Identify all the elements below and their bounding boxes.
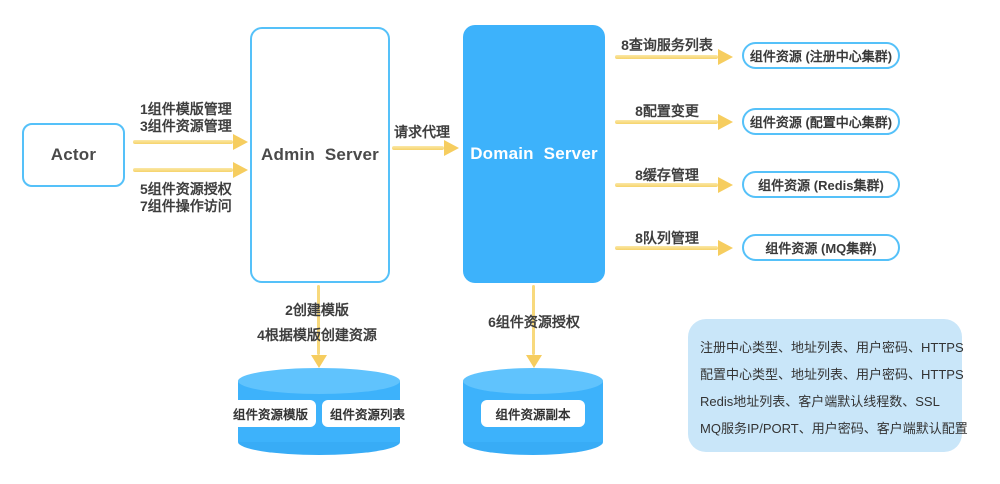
flow-label-queue-management: 8队列管理 xyxy=(635,230,699,246)
flow-label-config-change: 8配置变更 xyxy=(635,103,699,119)
admin-database-cylinder: 组件资源模版 组件资源列表 xyxy=(224,368,414,455)
database-item-label: 组件资源列表 xyxy=(330,408,406,422)
arrow-domain-to-registry xyxy=(615,55,718,59)
actor-node: Actor xyxy=(22,123,125,187)
domain-server-label: Domain Server xyxy=(470,144,598,163)
resource-node-mq-cluster: 组件资源 (MQ集群) xyxy=(742,234,900,261)
cylinder-top xyxy=(463,368,603,394)
flow-label-resource-management: 3组件资源管理 xyxy=(140,118,232,134)
flow-label-component-resource-auth: 6组件资源授权 xyxy=(488,314,580,330)
domain-database-cylinder: 组件资源副本 xyxy=(463,368,603,455)
resource-label-redis: 组件资源 (Redis集群) xyxy=(758,178,884,193)
arrow-admin-to-database xyxy=(317,285,320,355)
arrow-actor-to-admin-upper xyxy=(133,140,233,144)
arrow-admin-to-domain xyxy=(392,146,444,150)
resource-label-registry: 组件资源 (注册中心集群) xyxy=(749,49,893,64)
flow-label-create-template: 2创建模版 xyxy=(285,302,349,318)
flow-label-request-proxy: 请求代理 xyxy=(394,124,450,140)
admin-server-label: Admin Server xyxy=(261,145,379,164)
resource-node-config-cluster: 组件资源 (配置中心集群) xyxy=(742,108,900,135)
admin-database-items: 组件资源模版 组件资源列表 xyxy=(224,400,414,427)
flow-label-resource-auth: 5组件资源授权 xyxy=(140,181,232,197)
note-line-mq: MQ服务IP/PORT、用户密码、客户端默认配置 xyxy=(700,421,968,436)
note-line-registry: 注册中心类型、地址列表、用户密码、HTTPS xyxy=(700,340,964,355)
arrow-actor-to-admin-lower xyxy=(133,168,233,172)
resource-node-registry-cluster: 组件资源 (注册中心集群) xyxy=(742,42,900,69)
arrow-domain-to-cache xyxy=(615,183,718,187)
flow-label-create-resource-from-template: 4根据模版创建资源 xyxy=(257,327,377,343)
domain-server-node: Domain Server xyxy=(463,25,605,283)
database-item-resource-template: 组件资源模版 xyxy=(224,400,316,427)
arrow-domain-to-queue xyxy=(615,246,718,250)
resource-label-mq: 组件资源 (MQ集群) xyxy=(765,241,877,256)
note-panel: 注册中心类型、地址列表、用户密码、HTTPS 配置中心类型、地址列表、用户密码、… xyxy=(688,319,968,452)
note-line-config: 配置中心类型、地址列表、用户密码、HTTPS xyxy=(700,367,964,382)
note-line-redis: Redis地址列表、客户端默认线程数、SSL xyxy=(700,394,940,409)
database-item-resource-replica: 组件资源副本 xyxy=(481,400,585,427)
flow-label-cache-management: 8缓存管理 xyxy=(635,167,699,183)
actor-label: Actor xyxy=(50,145,97,164)
flow-label-template-management: 1组件模版管理 xyxy=(140,101,232,117)
database-item-label: 组件资源模版 xyxy=(232,408,308,422)
arrow-domain-to-database xyxy=(532,285,535,355)
database-item-label: 组件资源副本 xyxy=(495,408,571,422)
flow-label-operation-access: 7组件操作访问 xyxy=(140,198,232,214)
database-item-resource-list: 组件资源列表 xyxy=(322,400,414,427)
resource-label-config: 组件资源 (配置中心集群) xyxy=(749,115,893,130)
admin-server-node: Admin Server xyxy=(250,27,390,283)
domain-database-items: 组件资源副本 xyxy=(463,400,603,427)
flow-label-query-service-list: 8查询服务列表 xyxy=(621,37,713,53)
resource-node-redis-cluster: 组件资源 (Redis集群) xyxy=(742,171,900,198)
cylinder-top xyxy=(238,368,400,394)
arrow-domain-to-config xyxy=(615,120,718,124)
